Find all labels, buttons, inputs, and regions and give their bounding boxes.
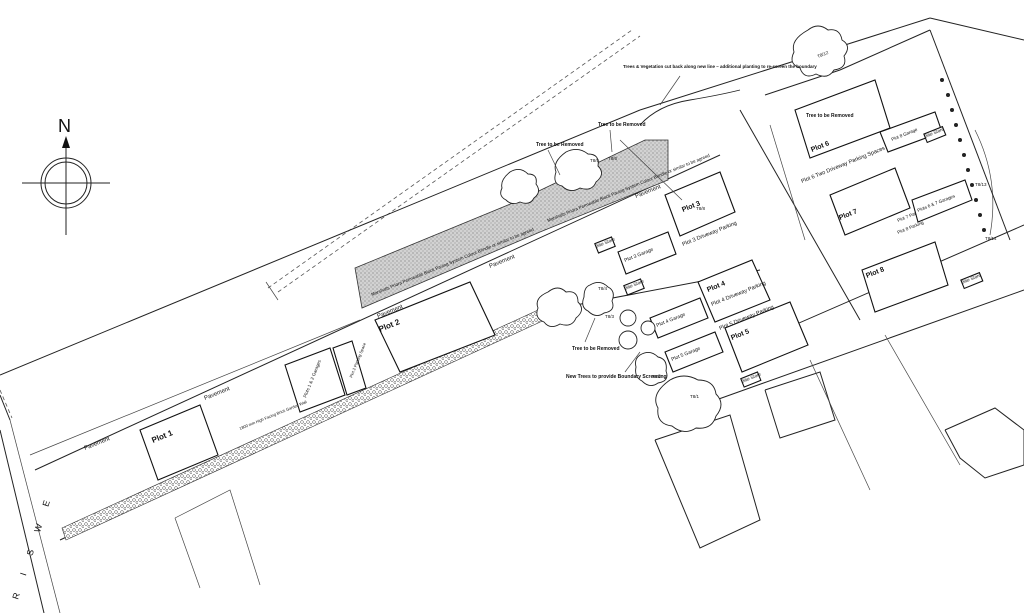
plot-5 [724, 301, 809, 373]
trees-cut-back-note: Trees & Vegetation cut back along new li… [623, 64, 817, 69]
tree-tag: T8/2 [652, 374, 662, 379]
plots-6-7-garages [911, 179, 973, 223]
tree-tag: T8/5 [590, 158, 600, 163]
plot-2 [374, 281, 496, 373]
tree-tags: T8/12 T8/5 T8/6 T8/8 T8/4 T8/3 T8/1 T8/2… [590, 50, 997, 399]
plot-4-garage [649, 297, 709, 339]
plot-7 [829, 167, 911, 236]
road-label: R I S W E [10, 491, 54, 600]
plot-4 [697, 259, 771, 323]
disused-track [265, 29, 641, 301]
neighbouring-buildings [174, 334, 1024, 589]
tree-tag: T8/6 [608, 156, 618, 161]
plot-6 [794, 79, 891, 159]
road [0, 389, 61, 613]
plots-1-2-garages [284, 347, 346, 413]
tree-tag: T8/1 [690, 394, 700, 399]
plot-1 [139, 404, 219, 481]
plot-2-parking [332, 340, 367, 396]
tree-tag: T8/8 [696, 206, 706, 211]
plot-3-garage [617, 231, 677, 275]
plot-3 [664, 171, 736, 237]
tree-tag: T8/14 [985, 236, 997, 241]
plot-5-garage [664, 331, 724, 373]
tree-removed-note-2: Tree to be Removed [598, 122, 646, 128]
plot-8 [861, 241, 949, 313]
new-trees-note: New Trees to provide Boundary Screening [566, 374, 667, 380]
tree-tag: T8/12 [817, 50, 830, 59]
north-arrow-icon: N [22, 116, 110, 235]
tree-removed-note-3: Tree to be Removed [572, 346, 620, 352]
plots: Plot 1 Plots 1 & 2 Garages Plot 2 Parkin… [139, 79, 973, 481]
pavement-label-1: Pavement [84, 436, 112, 452]
trees [500, 25, 848, 432]
annotations: Tree to be Removed Tree to be Removed Tr… [536, 64, 854, 380]
tree-tag: T8/13 [975, 182, 987, 187]
north-plots-outline [764, 29, 1011, 241]
east-vegetation-line [974, 129, 994, 236]
tree-tag: T8/4 [598, 286, 608, 291]
east-boundary-dots [940, 78, 986, 232]
north-label: N [58, 116, 71, 136]
hedge-boundary [61, 299, 576, 541]
pavement-label-4: Pavement [489, 254, 517, 270]
pavement-label-2: Pavement [204, 386, 232, 402]
tree-removed-note-1: Tree to be Removed [536, 142, 584, 148]
tree-removed-note-4: Tree to be Removed [806, 113, 854, 119]
tree-tag: T8/3 [605, 314, 615, 319]
